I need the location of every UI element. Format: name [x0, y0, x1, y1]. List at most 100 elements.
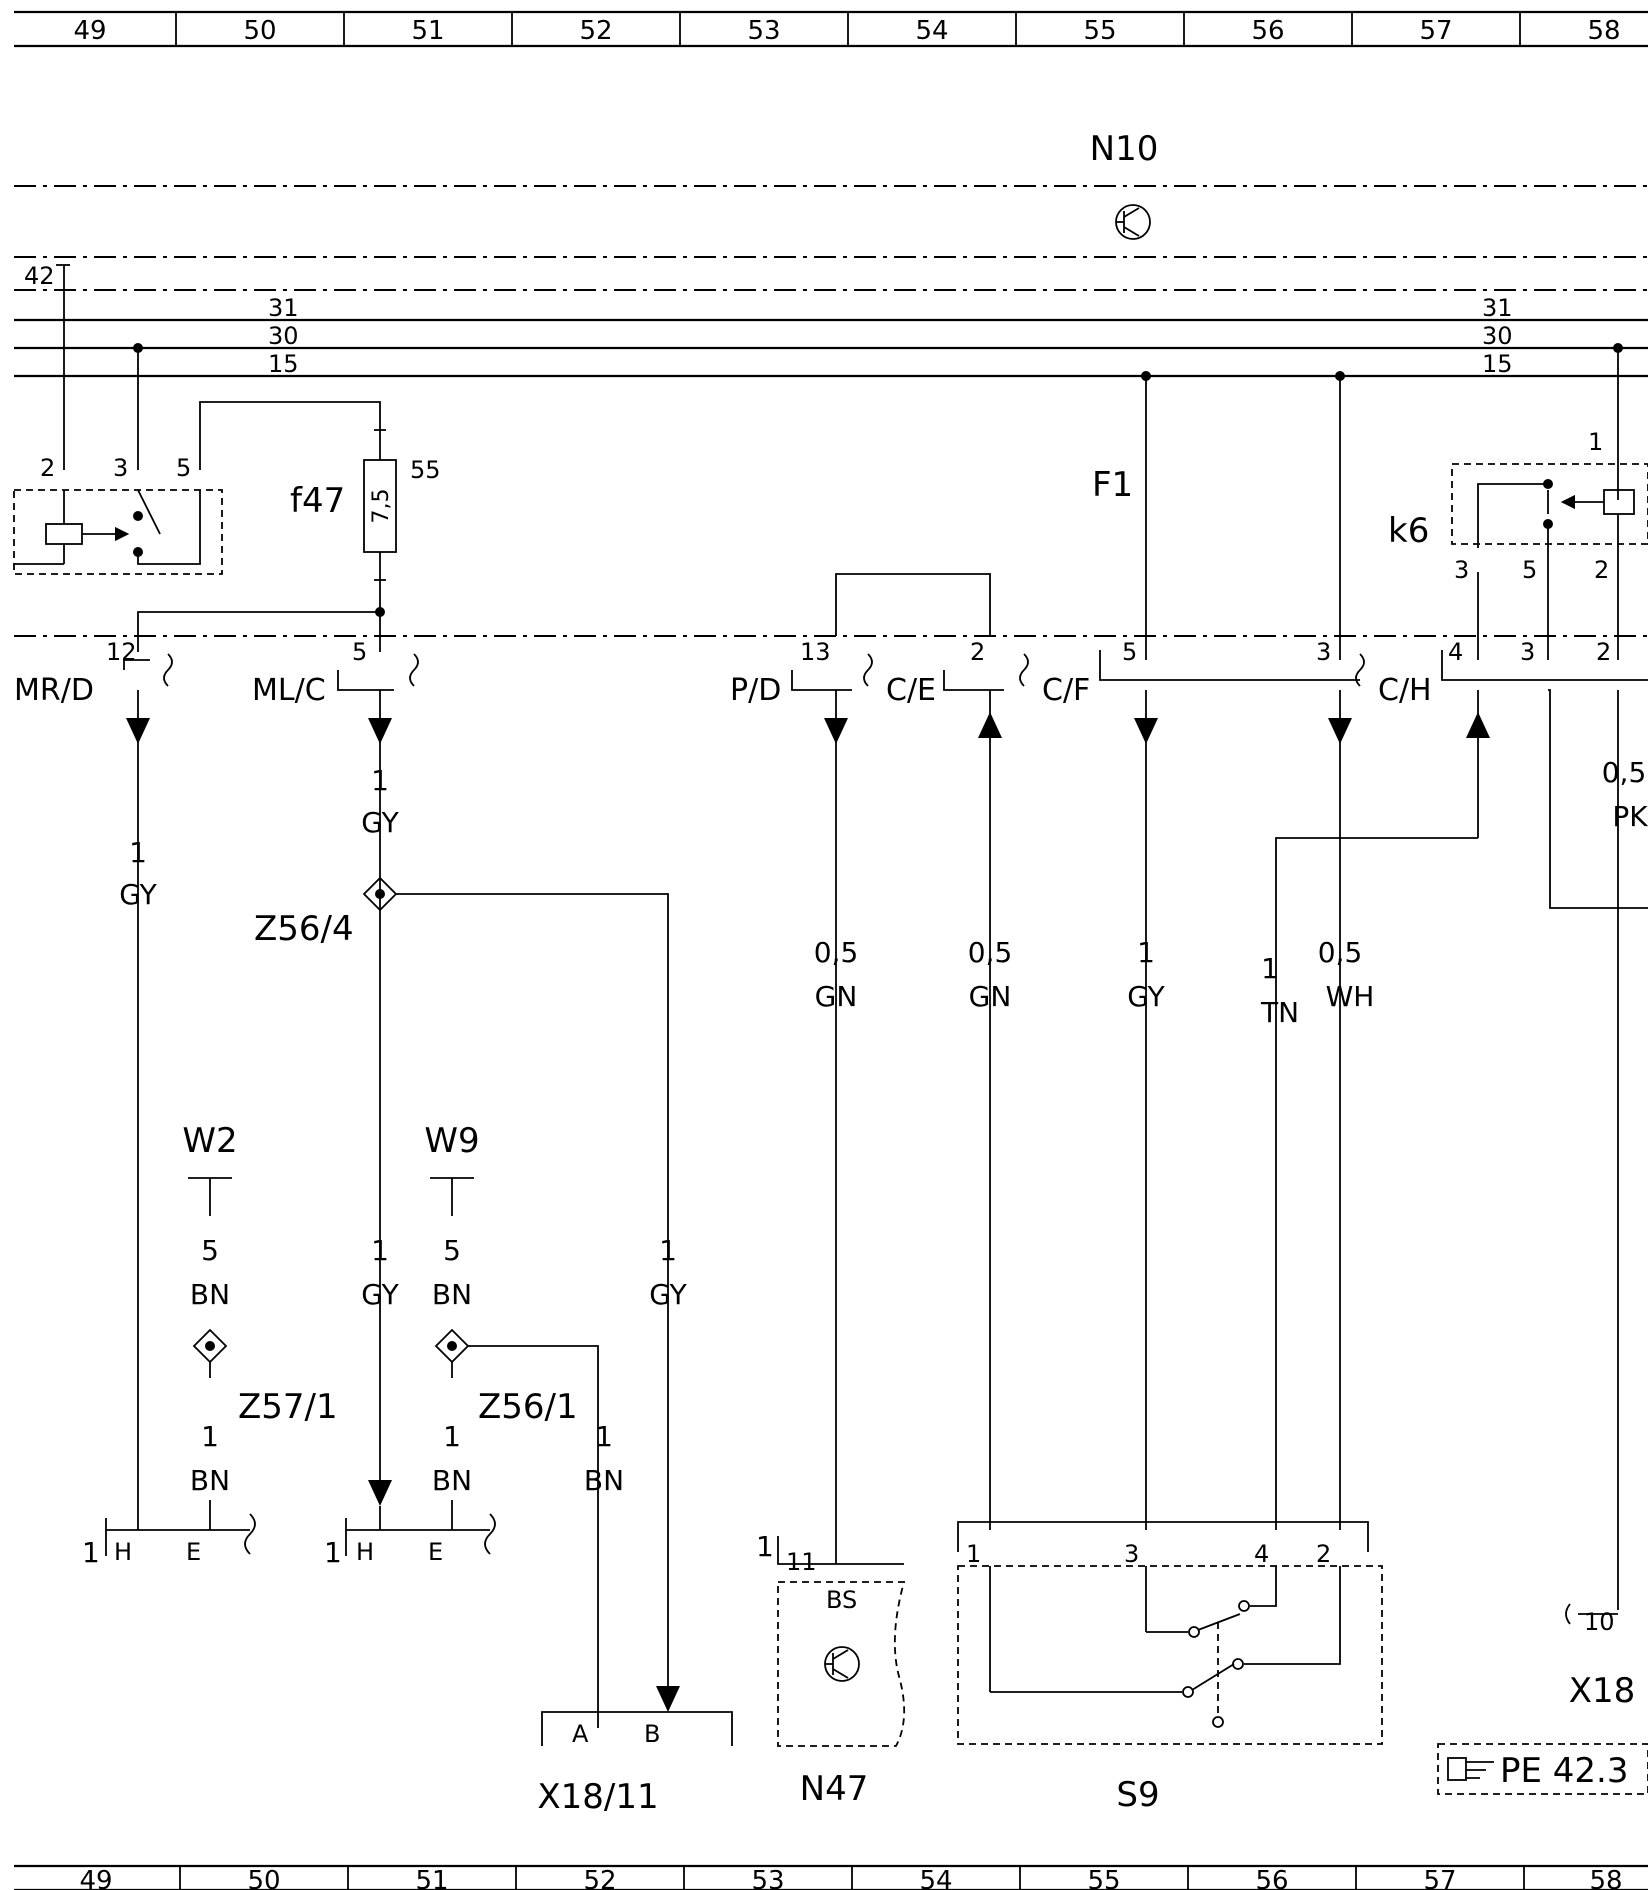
grid-col-53: 53 — [747, 16, 780, 46]
relay-pin-2: 2 — [40, 454, 55, 482]
bgrid-col-57: 57 — [1423, 1866, 1456, 1890]
grid-col-54: 54 — [915, 16, 948, 46]
x18-label: X18 — [1569, 1671, 1636, 1711]
k6-pin-1: 1 — [1588, 428, 1603, 456]
connector-ch: C/H — [1378, 673, 1432, 708]
reference-label: PE 42.3 — [1500, 1751, 1629, 1791]
h2-pin-label: 1 — [324, 1536, 342, 1569]
s9-pin-2: 2 — [1316, 1540, 1331, 1568]
w-w9-color: BN — [432, 1278, 472, 1311]
w-cf-size: 1 — [1137, 936, 1155, 969]
h1-pin-label: 1 — [82, 1536, 100, 1569]
splice-z56-4-icon — [362, 876, 398, 912]
w-ce-size: 0,5 — [968, 936, 1013, 969]
h2-e: E — [428, 1538, 443, 1566]
fuse-f47: f47 55 7,5 — [137, 429, 441, 652]
pin-k6b-3: 3 — [1520, 638, 1535, 666]
n10-label: N10 — [1090, 129, 1159, 169]
bgrid-col-55: 55 — [1087, 1866, 1120, 1890]
transistor-icon — [1115, 204, 1151, 240]
pointing-hand-icon — [1447, 1757, 1494, 1781]
bus-15-left: 15 — [268, 350, 299, 378]
f47-number: 55 — [410, 456, 441, 484]
grid-col-49: 49 — [73, 16, 106, 46]
n47-pin-11: 11 — [786, 1548, 817, 1576]
pin-f47-5: 5 — [352, 638, 367, 666]
k6-out-3: 3 — [1454, 556, 1469, 584]
x18-pin-10: 10 — [1584, 1608, 1615, 1636]
grid-col-51: 51 — [411, 16, 444, 46]
splice-z57-1-icon — [192, 1328, 228, 1364]
connector-headers: 12 MR/D 5 ML/C 13 P/D C/E 2 C/F 5 3 C/H … — [14, 573, 1648, 708]
w-z56-size: 1 — [443, 1420, 461, 1453]
n47-outer-pin: 1 — [756, 1530, 774, 1563]
grid-col-57: 57 — [1419, 16, 1452, 46]
switch-s9: 1 3 4 2 S9 — [957, 1521, 1383, 1815]
w-cf-color: GY — [1127, 980, 1165, 1013]
n47-label: N47 — [800, 1769, 869, 1809]
w-mrd-size: 1 — [129, 836, 147, 869]
w-mlc-size: 1 — [371, 764, 389, 797]
relay-pin-3: 3 — [113, 454, 128, 482]
ground-w2-icon — [188, 1177, 232, 1216]
pin-ch-3: 3 — [1316, 638, 1331, 666]
bus-42-label: 42 — [24, 262, 55, 290]
bgrid-col-50: 50 — [247, 1866, 280, 1890]
bgrid-col-54: 54 — [919, 1866, 952, 1890]
h1-h: H — [114, 1538, 132, 1566]
k6-label: k6 — [1388, 511, 1429, 551]
bgrid-col-52: 52 — [583, 1866, 616, 1890]
bottom-grid-ruler: 49 50 51 52 53 54 55 56 57 58 — [14, 1864, 1648, 1890]
connector-x18: 10 X18 — [1565, 1603, 1636, 1711]
grid-col-52: 52 — [579, 16, 612, 46]
bus-15-right: 15 — [1482, 350, 1513, 378]
connector-x18-11: A B X18/11 — [537, 1711, 733, 1817]
x18-11-label: X18/11 — [537, 1777, 658, 1817]
bottom-connector-2: 1 H E — [324, 1513, 496, 1569]
w-z57-size: 1 — [201, 1420, 219, 1453]
grid-col-50: 50 — [243, 16, 276, 46]
s9-pin-3: 3 — [1124, 1540, 1139, 1568]
w-z56b-size: 1 — [595, 1420, 613, 1453]
connector-mrd: MR/D — [14, 673, 94, 708]
h1-e: E — [186, 1538, 201, 1566]
grid-col-56: 56 — [1251, 16, 1284, 46]
w-pd-size: 0,5 — [814, 936, 859, 969]
connector-pd: P/D — [730, 673, 781, 708]
s9-pin-4: 4 — [1254, 1540, 1269, 1568]
pin-pd-13: 13 — [800, 638, 831, 666]
f1-feed: F1 — [1092, 376, 1341, 660]
s9-pin-1: 1 — [966, 1540, 981, 1568]
w-z56-color: BN — [432, 1464, 472, 1497]
top-grid-ruler: 49 50 51 52 53 54 55 56 57 58 — [14, 10, 1648, 48]
f1-label: F1 — [1092, 465, 1133, 505]
z56-1-label: Z56/1 — [478, 1387, 578, 1427]
bgrid-col-58: 58 — [1589, 1866, 1622, 1890]
relay-k6: k6 1 3 5 2 — [1388, 348, 1648, 660]
w-gy3-size: 1 — [659, 1234, 677, 1267]
w-z56b-color: BN — [584, 1464, 624, 1497]
w-ce-color: GN — [969, 980, 1012, 1013]
splice-z56-1-icon — [434, 1328, 470, 1364]
bgrid-col-51: 51 — [415, 1866, 448, 1890]
connector-cf: C/F — [1042, 673, 1090, 708]
pin-mrd-12: 12 — [106, 638, 137, 666]
w-mlc-color: GY — [361, 806, 399, 839]
n47-bs: BS — [826, 1586, 857, 1614]
w-mrd-color: GY — [119, 878, 157, 911]
w-w2-size: 5 — [201, 1234, 219, 1267]
left-relay: 2 3 5 — [13, 264, 381, 575]
bus-30-right: 30 — [1482, 322, 1513, 350]
w-gy3-color: GY — [649, 1278, 687, 1311]
bottom-connector-1: 1 H E — [82, 1513, 256, 1569]
relay-pin-5: 5 — [176, 454, 191, 482]
transistor-n47-icon — [824, 1646, 860, 1682]
n10-unit: N10 — [14, 129, 1648, 258]
h2-h: H — [356, 1538, 374, 1566]
s9-label: S9 — [1116, 1775, 1159, 1815]
grid-col-58: 58 — [1587, 16, 1620, 46]
w-w9-size: 5 — [443, 1234, 461, 1267]
w-z57-color: BN — [190, 1464, 230, 1497]
bgrid-col-56: 56 — [1255, 1866, 1288, 1890]
